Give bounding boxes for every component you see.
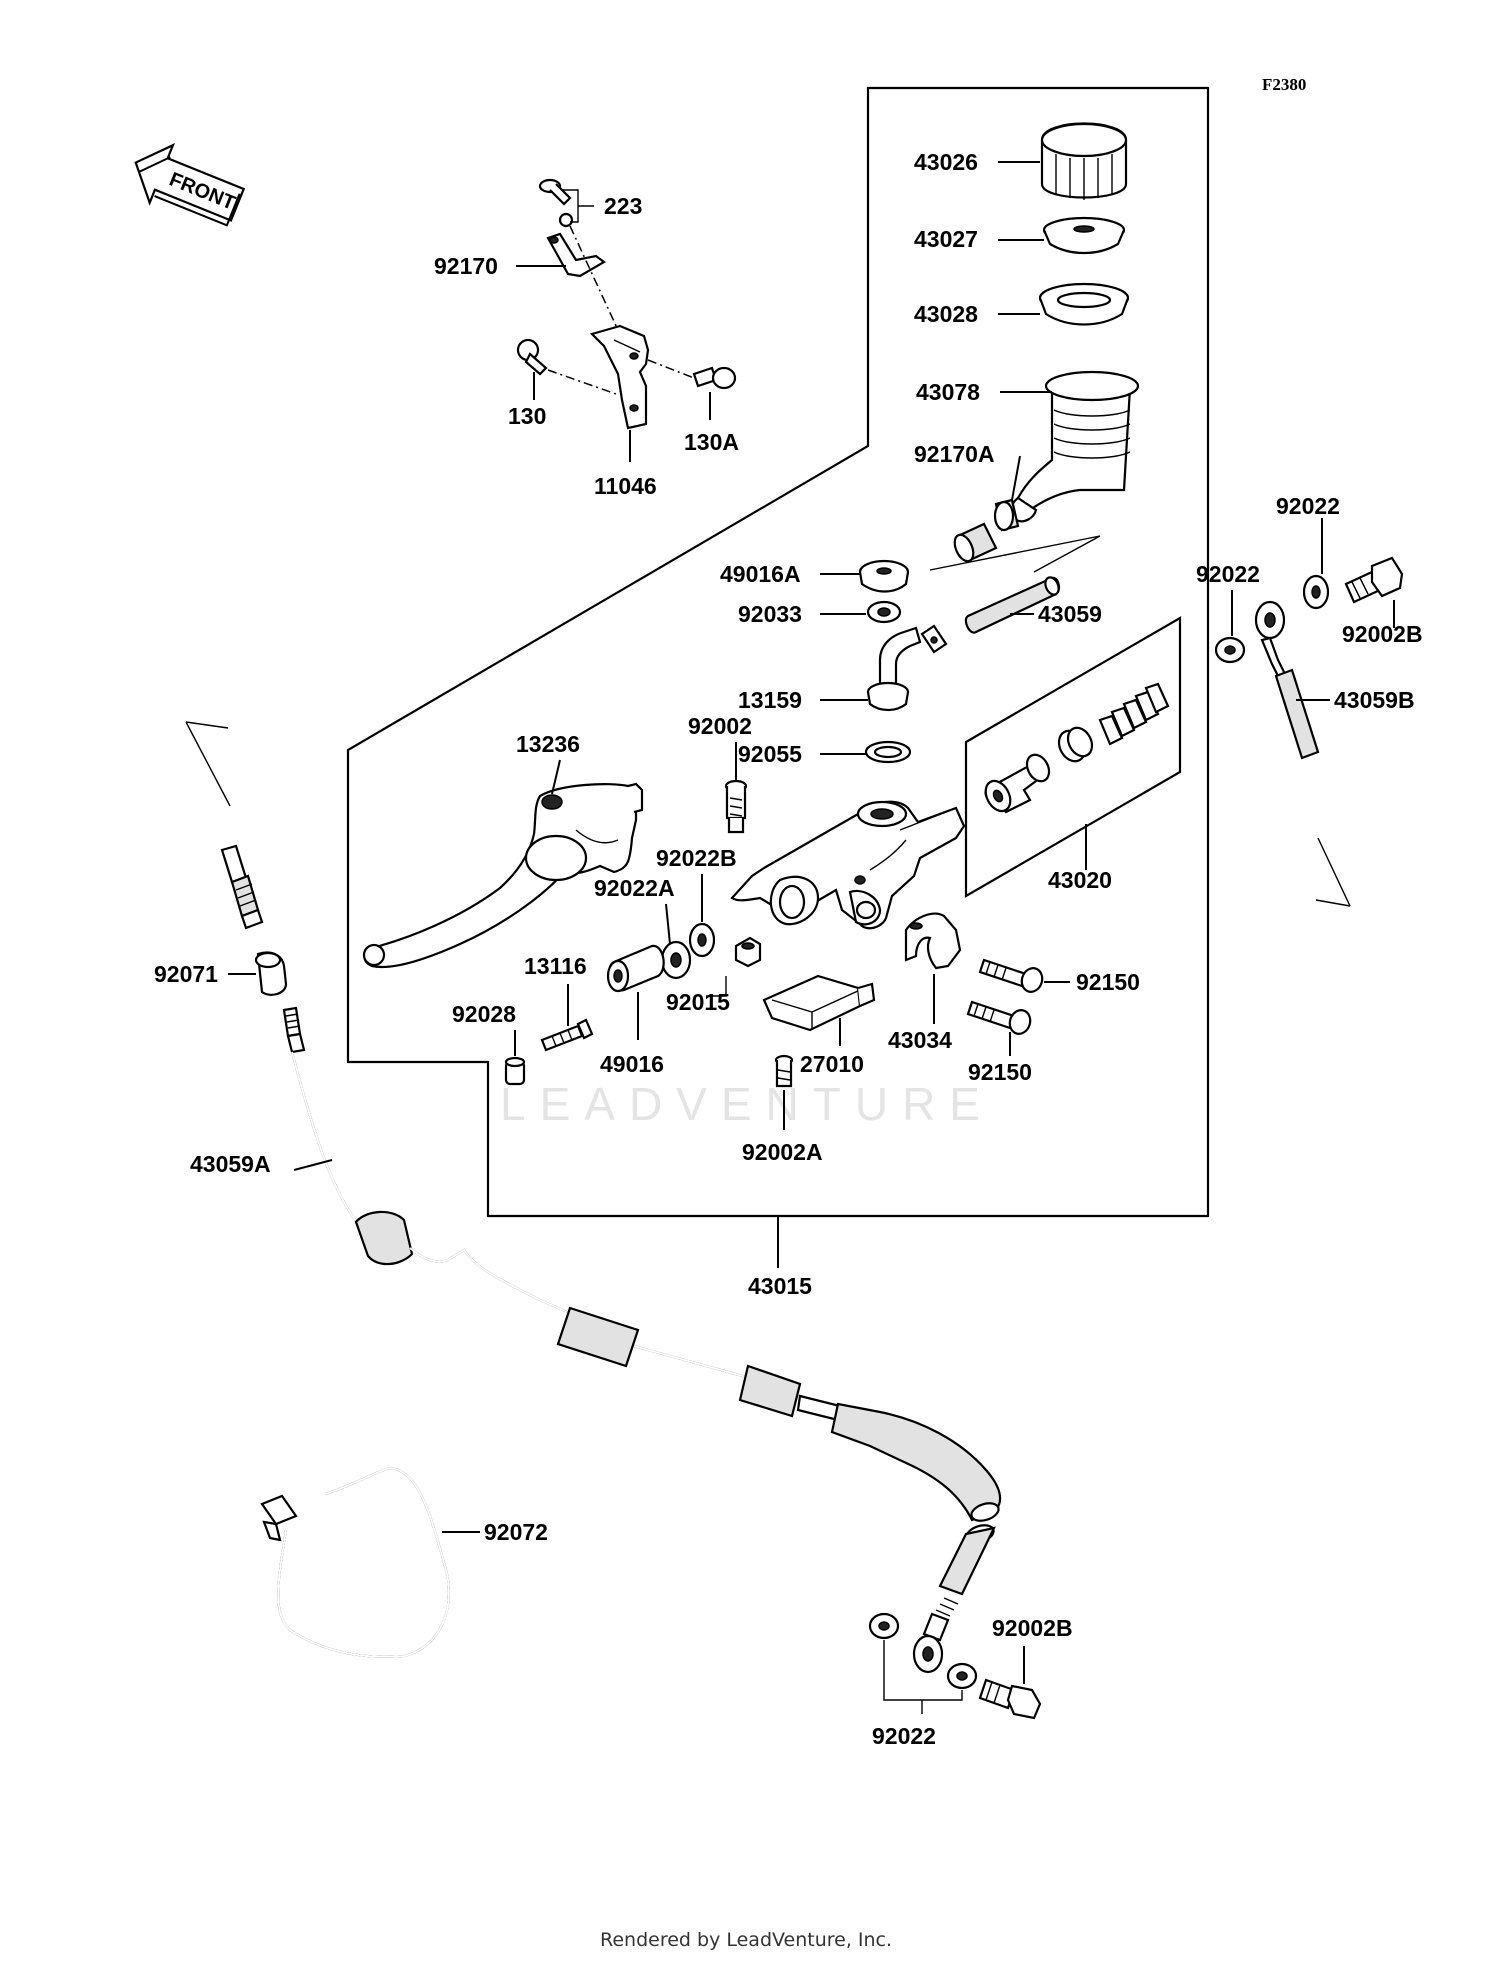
label-43059B: 43059B <box>1334 687 1415 713</box>
label-13236: 13236 <box>516 731 580 757</box>
banjo-washer-92022-mid <box>1214 636 1246 664</box>
label-43059A: 43059A <box>190 1151 271 1177</box>
handlebar-clamp <box>904 912 962 970</box>
reservoir-cap <box>1040 122 1128 200</box>
label-92002A: 92002A <box>742 1139 823 1165</box>
washer-92022B <box>688 922 716 958</box>
screw-92002 <box>724 779 748 834</box>
hose-fitting-lower <box>912 1524 996 1674</box>
banjo-washer-92022-lower-right <box>946 1662 978 1690</box>
washer-92022A <box>660 940 692 980</box>
figure-reference: F2380 <box>1262 75 1306 94</box>
kit-43020-outline <box>964 616 1182 898</box>
label-43027: 43027 <box>914 226 978 252</box>
bolt-130 <box>516 338 548 376</box>
label-92150-upper: 92150 <box>1076 969 1140 995</box>
bracket-11046 <box>589 324 650 430</box>
master-cylinder-body <box>730 800 966 930</box>
label-43020: 43020 <box>1048 867 1112 893</box>
clutch-hose-43059A <box>282 1006 1002 1522</box>
label-92033: 92033 <box>738 601 802 627</box>
clutch-switch <box>762 974 876 1032</box>
pin-92028 <box>504 1056 526 1086</box>
label-223: 223 <box>604 193 642 219</box>
banjo-bolt-92002B-top <box>1344 556 1404 604</box>
screw-92002A <box>774 1054 794 1088</box>
reservoir-hose <box>964 576 1061 634</box>
nut-92015 <box>734 936 762 968</box>
label-92022A: 92022A <box>594 875 675 901</box>
bracket-screw-223 <box>538 178 574 228</box>
label-49016A: 49016A <box>720 561 801 587</box>
piston-kit <box>984 682 1170 814</box>
clamp-bolt-upper <box>978 958 1044 993</box>
footer-credit: Rendered by LeadVenture, Inc. <box>600 1929 892 1951</box>
grommet <box>858 559 910 593</box>
front-arrow-icon: FRONT <box>134 143 246 227</box>
hose-stub <box>953 522 998 563</box>
label-92022-top: 92022 <box>1276 493 1340 519</box>
label-43078: 43078 <box>916 379 980 405</box>
assembly-43015-outline <box>346 86 1210 1218</box>
label-92022-lower: 92022 <box>872 1723 936 1749</box>
clamp-bolt-lower <box>966 1000 1032 1035</box>
bolt-130A <box>692 366 737 390</box>
banjo-washer-92022-top <box>1302 574 1330 610</box>
pivot-bolt <box>540 1018 594 1052</box>
label-11046: 11046 <box>594 473 657 499</box>
label-43015: 43015 <box>748 1273 812 1299</box>
lever-bushing <box>606 944 665 993</box>
label-43059: 43059 <box>1038 601 1102 627</box>
hose-fitting-upper <box>220 844 264 930</box>
label-92055: 92055 <box>738 741 802 767</box>
hose-boot-92071 <box>254 951 288 996</box>
label-92002B-top: 92002B <box>1342 621 1423 647</box>
label-43034: 43034 <box>888 1027 952 1053</box>
label-130A: 130A <box>684 429 739 455</box>
circlip <box>866 600 902 624</box>
bracket-92170 <box>546 232 606 278</box>
label-92022-mid: 92022 <box>1196 561 1260 587</box>
label-92170: 92170 <box>434 253 498 279</box>
label-92015: 92015 <box>666 989 730 1015</box>
washer-92055 <box>864 740 912 764</box>
label-92002: 92002 <box>688 713 752 739</box>
banjo-washer-92022-lower-left <box>868 1612 900 1640</box>
banjo-bolt-92002B-lower <box>978 1678 1042 1720</box>
label-43026: 43026 <box>914 149 978 175</box>
label-92071: 92071 <box>154 961 218 987</box>
label-92072: 92072 <box>484 1519 548 1545</box>
label-92150-lower: 92150 <box>968 1059 1032 1085</box>
label-92002B-lower: 92002B <box>992 1615 1073 1641</box>
label-92170A: 92170A <box>914 441 995 467</box>
label-92022B: 92022B <box>656 845 737 871</box>
return-spring <box>1098 682 1170 746</box>
upper-brake-hose-end <box>1254 600 1320 760</box>
hose-clip <box>920 624 948 654</box>
label-43028: 43028 <box>914 301 978 327</box>
hose-clamp <box>993 498 1020 532</box>
cable-band <box>260 1466 450 1658</box>
clutch-lever <box>362 782 644 969</box>
watermark: LEADVENTURE <box>500 1078 994 1130</box>
label-13159: 13159 <box>738 687 802 713</box>
label-92028: 92028 <box>452 1001 516 1027</box>
label-27010: 27010 <box>800 1051 864 1077</box>
diaphragm-plate <box>1042 216 1126 254</box>
label-13116: 13116 <box>524 953 587 979</box>
label-49016: 49016 <box>600 1051 664 1077</box>
label-130: 130 <box>508 403 546 429</box>
diaphragm <box>1038 282 1130 326</box>
elbow-fitting <box>866 626 922 712</box>
reservoir-tank <box>1009 370 1140 523</box>
